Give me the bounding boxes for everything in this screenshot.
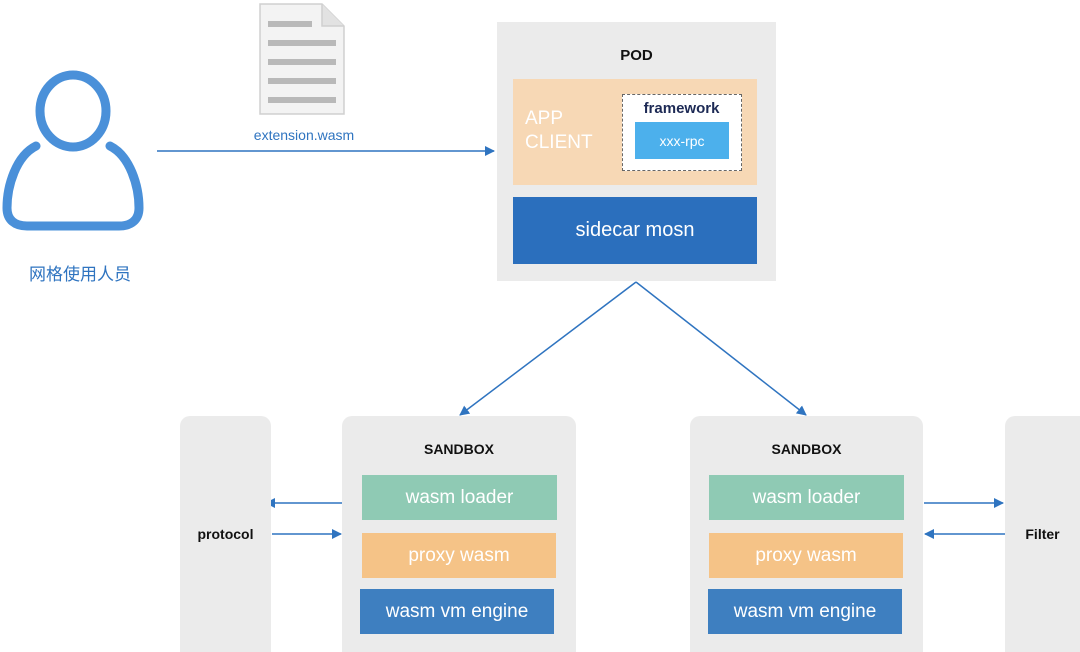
pod-to-right-sandbox-arrow [635, 281, 807, 416]
pod-container: POD APP CLIENT framework xxx-rpc sidecar… [497, 22, 776, 281]
framework-box: framework xxx-rpc [622, 94, 742, 171]
app-client-box: APP CLIENT framework xxx-rpc [513, 79, 757, 185]
sandbox-left-proxy-wasm: proxy wasm [362, 533, 556, 578]
pod-to-left-sandbox-arrow [459, 281, 637, 416]
filter-label: Filter [1025, 526, 1060, 542]
file-label: extension.wasm [253, 127, 355, 143]
sandbox-left-title: SANDBOX [423, 441, 494, 457]
sandbox-left: SANDBOX wasm loader proxy wasm wasm vm e… [342, 416, 576, 652]
sandbox-right-title: SANDBOX [771, 441, 842, 457]
user-label: 网格使用人员 [29, 264, 131, 285]
sandbox-right-proxy-wasm: proxy wasm [709, 533, 903, 578]
app-client-line2: CLIENT [525, 132, 593, 153]
sandbox-left-wasm-loader: wasm loader [362, 475, 557, 520]
filter-panel: Filter [1005, 416, 1080, 652]
sidecar-mosn-bar: sidecar mosn [513, 197, 757, 264]
user-icon [2, 68, 144, 232]
sandbox-right-wasm-loader: wasm loader [709, 475, 904, 520]
pod-title: POD [620, 46, 653, 64]
protocol-label: protocol [197, 526, 254, 542]
sandbox-right-wasm-vm-engine: wasm vm engine [708, 589, 902, 634]
protocol-panel: protocol [180, 416, 271, 652]
framework-label: framework [643, 99, 720, 117]
document-icon [258, 2, 346, 116]
app-client-line1: APP [525, 108, 564, 129]
sandbox-right: SANDBOX wasm loader proxy wasm wasm vm e… [690, 416, 923, 652]
rpc-box: xxx-rpc [635, 122, 729, 159]
sandbox-left-wasm-vm-engine: wasm vm engine [360, 589, 554, 634]
app-client-label: APP CLIENT [525, 107, 593, 155]
